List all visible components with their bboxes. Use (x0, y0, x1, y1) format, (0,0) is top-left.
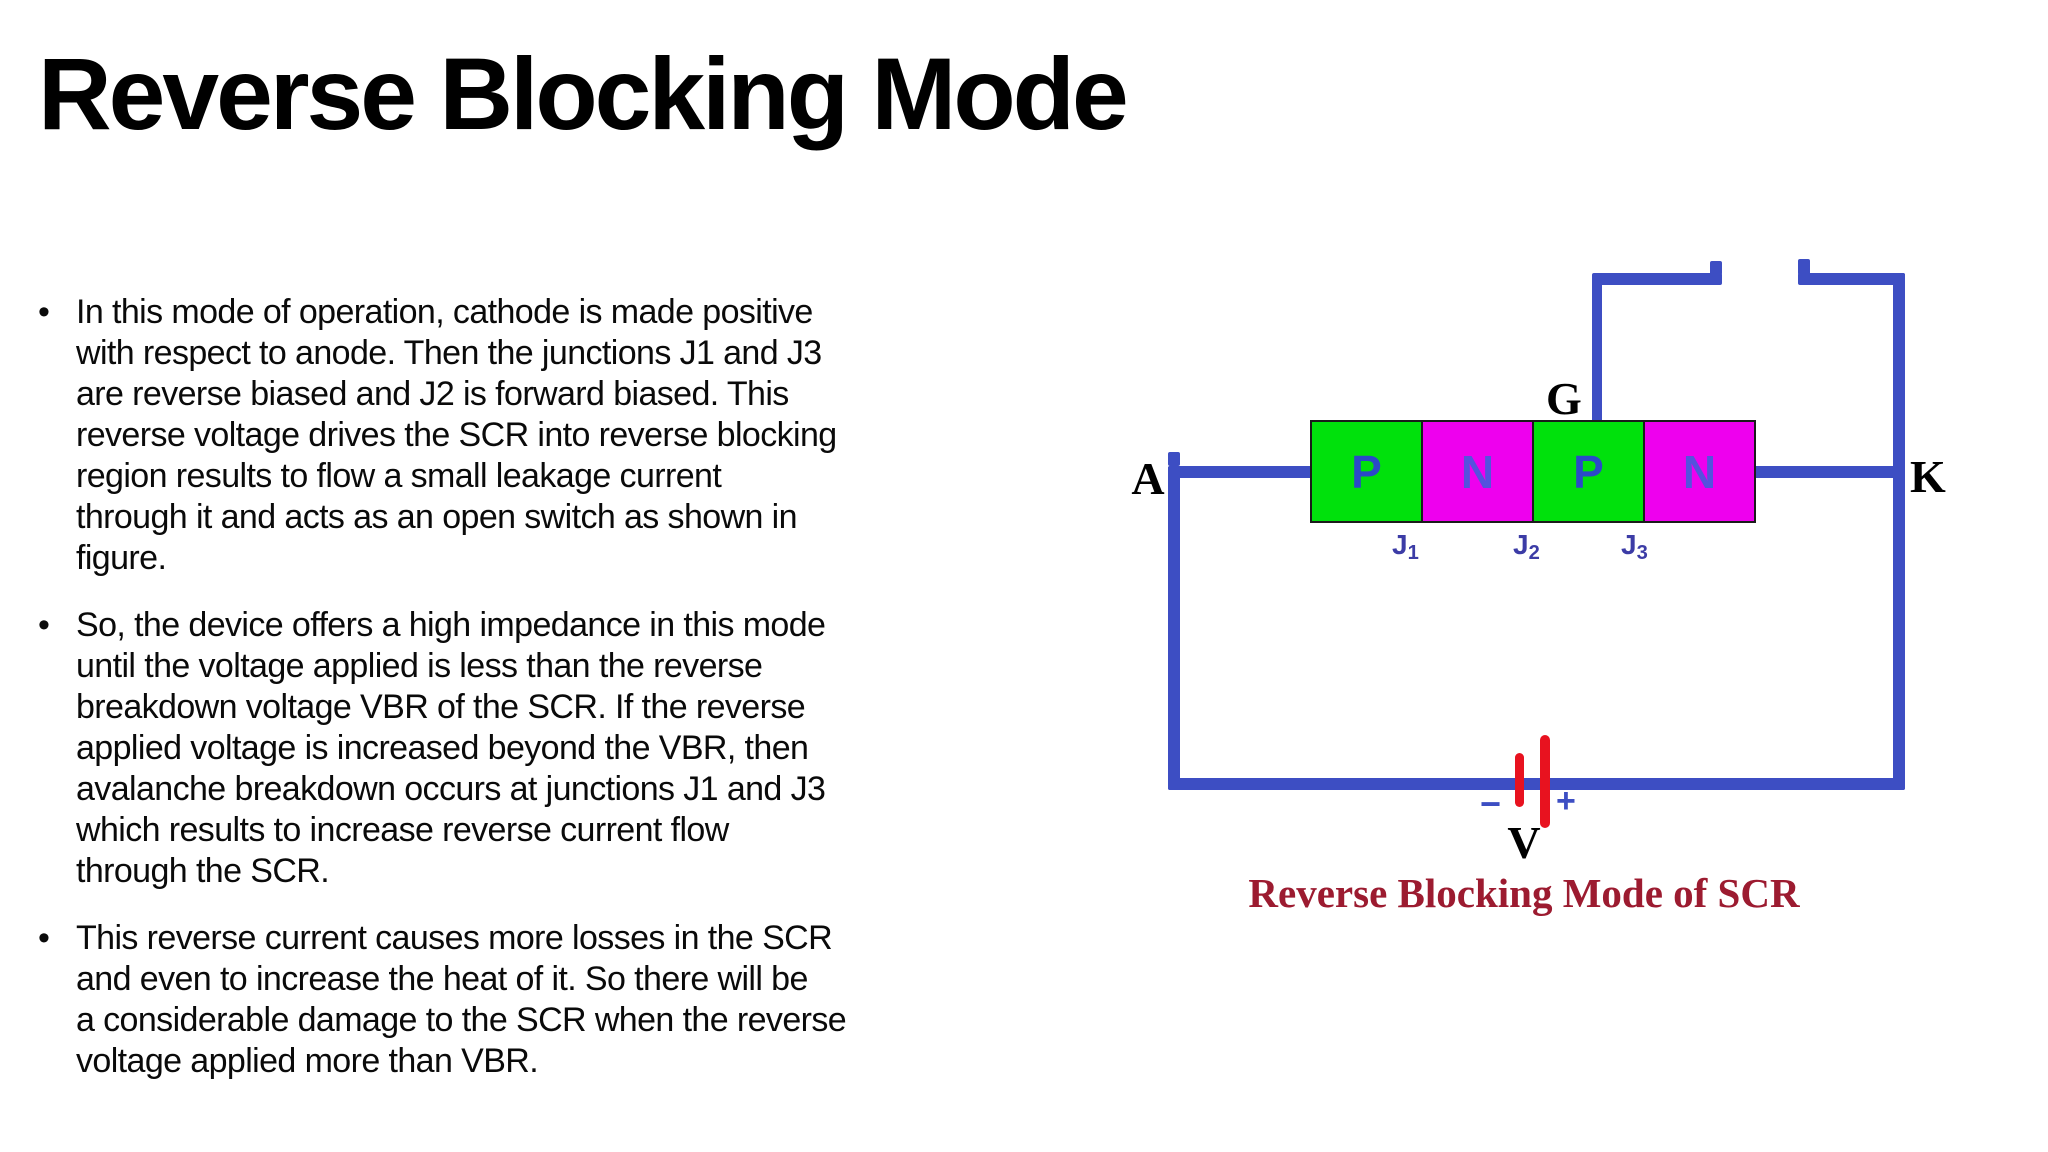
junction-label-j3: J3 (1621, 529, 1648, 565)
gate-vertical-wire (1592, 273, 1602, 423)
battery-minus-sign: − (1480, 783, 1502, 824)
cathode-wire (1750, 466, 1896, 478)
bullet-marker: • (38, 293, 50, 331)
junction-sub: 2 (1528, 542, 1540, 565)
anode-corner-tick (1168, 452, 1180, 466)
junction-base: J (1513, 529, 1529, 560)
layer-n1: N (1421, 420, 1534, 523)
bullet-text: In this mode of operation, cathode is ma… (76, 293, 837, 577)
junction-sub: 1 (1407, 542, 1419, 565)
bullet-text: So, the device offers a high impedance i… (76, 606, 826, 890)
bullet-item: • In this mode of operation, cathode is … (38, 292, 1068, 579)
layer-p1: P (1310, 420, 1423, 523)
anode-terminal-label: A (1131, 453, 1165, 504)
cathode-terminal-label: K (1910, 451, 1946, 502)
battery-positive-plate (1540, 735, 1550, 828)
gate-terminal-label: G (1546, 373, 1582, 424)
bullet-item: • So, the device offers a high impedance… (38, 605, 1068, 892)
slide-title: Reverse Blocking Mode (38, 37, 1129, 151)
bullet-marker: • (38, 606, 50, 644)
gate-top-wire-right (1798, 273, 1905, 285)
diagram-caption: Reverse Blocking Mode of SCR (1248, 870, 1800, 916)
layer-p2: P (1532, 420, 1645, 523)
junction-label-j2: J2 (1513, 529, 1540, 565)
bottom-wire (1168, 778, 1905, 790)
bullet-item: • This reverse current causes more losse… (38, 918, 1068, 1082)
junction-base: J (1621, 529, 1637, 560)
bullet-text: This reverse current causes more losses … (76, 919, 847, 1080)
junction-base: J (1392, 529, 1408, 560)
voltage-source-label: V (1507, 817, 1541, 868)
gate-top-wire-left (1594, 273, 1722, 285)
right-vertical-wire (1893, 273, 1905, 790)
battery-negative-plate (1515, 753, 1524, 807)
bullet-list: • In this mode of operation, cathode is … (38, 292, 1068, 1108)
battery-plus-sign: + (1556, 782, 1576, 820)
anode-wire (1168, 466, 1315, 478)
pnpn-structure: P N P N (1310, 420, 1756, 523)
junction-label-j1: J1 (1392, 529, 1419, 565)
left-vertical-wire (1168, 466, 1180, 790)
switch-contact-left (1710, 261, 1722, 275)
bullet-marker: • (38, 919, 50, 957)
switch-contact-right (1798, 259, 1810, 275)
layer-n2: N (1643, 420, 1756, 523)
junction-sub: 3 (1636, 542, 1648, 565)
